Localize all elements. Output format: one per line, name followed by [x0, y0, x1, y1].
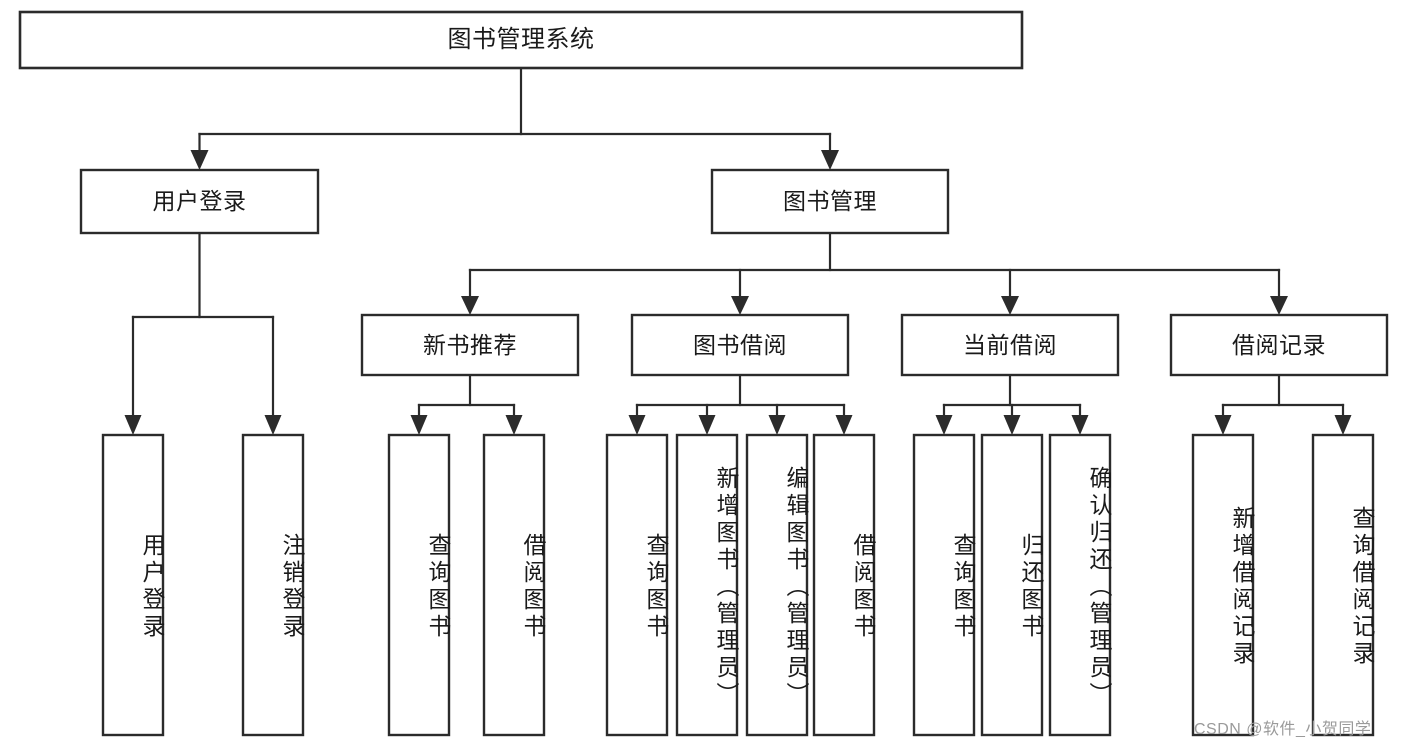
connector-group-user-login: [124, 231, 282, 435]
arrowhead-leaf-return-book: [1003, 415, 1021, 435]
node-box-book-borrow[interactable]: [630, 313, 850, 377]
node-box-leaf-8[interactable]: [912, 433, 976, 737]
arrowhead-leaf-query-book-bb: [628, 415, 646, 435]
arrowhead-book-borrow: [731, 296, 749, 315]
arrowhead-leaf-user-login: [124, 415, 142, 435]
arrowhead-leaf-borrow-book-nbr: [505, 415, 523, 435]
connector-group-borrow-records: [1214, 373, 1352, 435]
arrowhead-leaf-edit-book: [768, 415, 786, 435]
arrowhead-borrow-records: [1270, 296, 1288, 315]
arrowhead-leaf-query-record: [1334, 415, 1352, 435]
arrowhead-leaf-query-book-nbr: [410, 415, 428, 435]
arrowhead-new-book-recommend: [461, 296, 479, 315]
node-box-leaf-12[interactable]: [1311, 433, 1375, 737]
node-box-user-login[interactable]: [79, 168, 320, 235]
arrowhead-leaf-query-book-cb: [935, 415, 953, 435]
node-box-leaf-7[interactable]: [812, 433, 876, 737]
node-box-root[interactable]: [18, 10, 1024, 70]
arrowhead-leaf-confirm-return: [1071, 415, 1089, 435]
node-box-leaf-9[interactable]: [980, 433, 1044, 737]
connector-group-book-mgmt: [461, 231, 1288, 315]
arrowhead-current-borrow: [1001, 296, 1019, 315]
node-box-leaf-0[interactable]: [101, 433, 165, 737]
connector-group-new-book-recommend: [410, 373, 523, 435]
node-box-leaf-4[interactable]: [605, 433, 669, 737]
arrowhead-leaf-logout: [264, 415, 282, 435]
node-box-leaf-11[interactable]: [1191, 433, 1255, 737]
csdn-watermark: CSDN @软件_小贺同学: [1194, 721, 1372, 738]
connector-group-current-borrow: [935, 373, 1089, 435]
node-box-leaf-6[interactable]: [745, 433, 809, 737]
node-box-leaf-10[interactable]: [1048, 433, 1112, 737]
node-box-borrow-records[interactable]: [1169, 313, 1389, 377]
node-box-leaf-2[interactable]: [387, 433, 451, 737]
node-box-book-management[interactable]: [710, 168, 950, 235]
arrowhead-leaf-add-book: [698, 415, 716, 435]
arrowhead-user-login: [190, 150, 209, 170]
arrowhead-leaf-borrow-book-bb: [835, 415, 853, 435]
arrowhead-book-mgmt: [821, 150, 839, 170]
connector-group-root: [190, 66, 839, 170]
node-box-new-book-recommend[interactable]: [360, 313, 580, 377]
arrowhead-leaf-add-record: [1214, 415, 1232, 435]
node-box-current-borrow[interactable]: [900, 313, 1120, 377]
node-box-leaf-1[interactable]: [241, 433, 305, 737]
node-box-leaf-3[interactable]: [482, 433, 546, 737]
node-box-leaf-5[interactable]: [675, 433, 739, 737]
connector-group-book-borrow: [628, 373, 853, 435]
